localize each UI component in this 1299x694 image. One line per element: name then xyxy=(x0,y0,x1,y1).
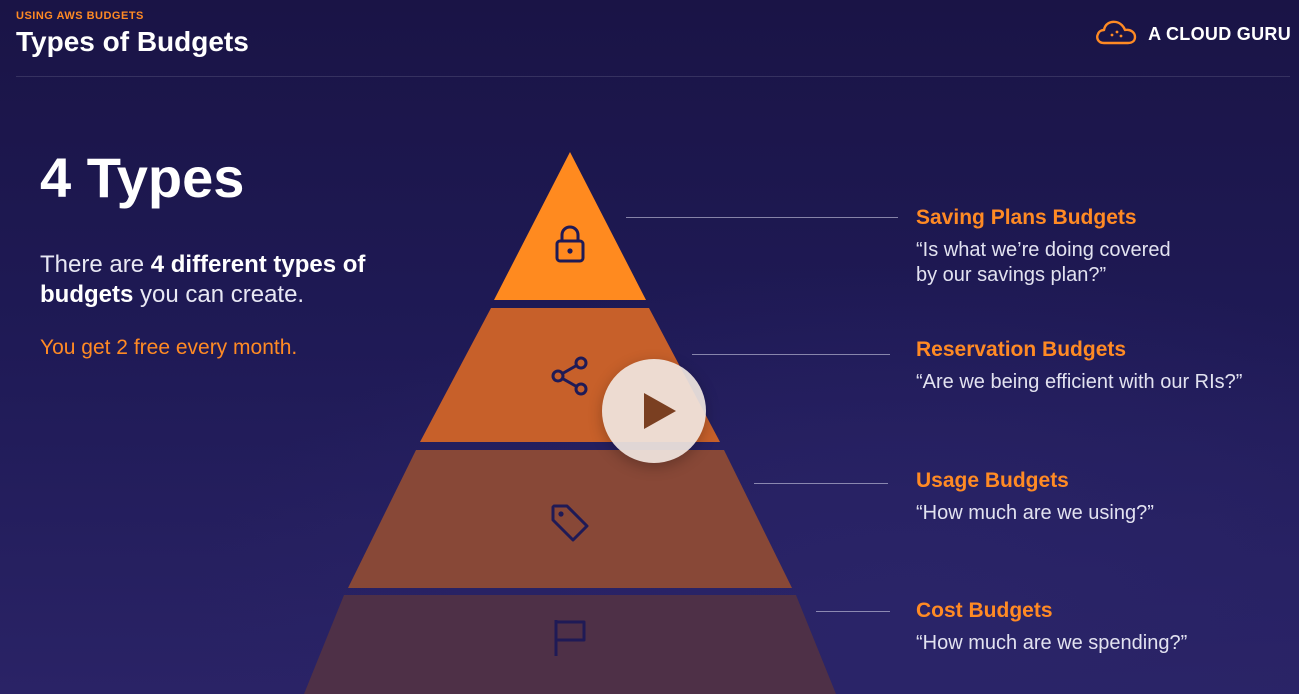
desc-suffix: you can create. xyxy=(133,281,305,308)
intro-description: There are 4 different types of budgets y… xyxy=(40,250,400,310)
tier-quote: “Is what we’re doing covered by our savin… xyxy=(916,238,1296,288)
tier-name: Cost Budgets xyxy=(916,599,1053,622)
tier-label-reservation: Reservation Budgets “Are we being effici… xyxy=(916,338,1296,395)
quote-line: by our savings plan?” xyxy=(916,264,1107,286)
tag-icon xyxy=(548,500,592,544)
flag-icon xyxy=(548,616,592,660)
tier-label-usage: Usage Budgets “How much are we using?” xyxy=(916,469,1296,526)
desc-bold: 4 different types of budgets xyxy=(40,251,366,308)
tier-name: Usage Budgets xyxy=(916,469,1069,492)
slide-title: Types of Budgets xyxy=(16,26,249,57)
play-button[interactable] xyxy=(602,359,706,463)
lock-icon xyxy=(548,222,592,266)
desc-prefix: There are xyxy=(40,251,151,278)
brand-name: A CLOUD GURU xyxy=(1148,23,1291,44)
intro-panel: 4 Types There are 4 different types of b… xyxy=(40,150,400,360)
connector-usage xyxy=(754,483,888,484)
slide-header: USING AWS BUDGETS Types of Budgets xyxy=(0,0,1299,78)
quote-line: “Is what we’re doing covered xyxy=(916,239,1171,261)
tier-name: Saving Plans Budgets xyxy=(916,206,1137,229)
header-divider xyxy=(16,76,1290,77)
tier-label-cost: Cost Budgets “How much are we spending?” xyxy=(916,599,1296,656)
intro-headline: 4 Types xyxy=(40,146,245,209)
tier-name: Reservation Budgets xyxy=(916,338,1127,361)
section-eyebrow: USING AWS BUDGETS xyxy=(16,10,144,22)
tier-quote: “Are we being efficient with our RIs?” xyxy=(916,371,1243,393)
connector-cost xyxy=(816,611,890,612)
connector-reservation xyxy=(692,354,890,355)
pyramid-tier-cost xyxy=(304,595,836,694)
brand-logo: A CLOUD GURU xyxy=(1094,18,1291,50)
tier-quote: “How much are we using?” xyxy=(916,502,1154,524)
tier-quote: “How much are we spending?” xyxy=(916,632,1188,654)
play-icon xyxy=(644,393,676,429)
pyramid-tier-usage xyxy=(348,450,792,588)
tier-label-saving-plans: Saving Plans Budgets “Is what we’re doin… xyxy=(916,206,1296,288)
cloud-icon xyxy=(1094,18,1138,51)
share-nodes-icon xyxy=(548,354,592,398)
connector-saving-plans xyxy=(626,217,898,218)
free-note: You get 2 free every month. xyxy=(40,336,298,359)
